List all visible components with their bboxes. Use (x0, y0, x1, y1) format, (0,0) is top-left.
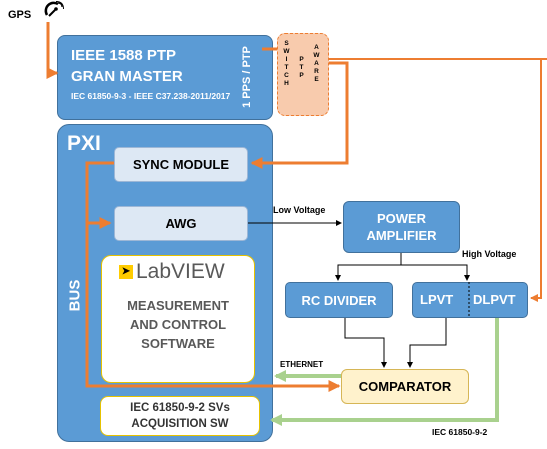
high-voltage-label: High Voltage (462, 249, 517, 259)
lpvt-dlpvt-block (412, 282, 528, 318)
rc-to-comparator-line (344, 318, 387, 368)
lpvt-to-comparator-line (407, 318, 447, 368)
grandmaster-block (57, 35, 273, 120)
switch-letter: T (284, 64, 289, 71)
switch-letter: C (284, 72, 289, 79)
switch-letter: P (299, 72, 304, 79)
comparator-block: COMPARATOR (341, 369, 469, 404)
amplifier-to-lpvt-line (401, 264, 470, 281)
power-amplifier-block: POWER AMPLIFIER (343, 201, 460, 253)
grandmaster-title-line2: GRAN MASTER (71, 68, 183, 85)
labview-logo: ➤LabVIEW (119, 260, 225, 284)
bus-label: BUS (66, 279, 84, 311)
switch-letter: T (299, 64, 304, 71)
amplifier-to-rc-line (335, 253, 402, 281)
sync-module-block: SYNC MODULE (114, 147, 248, 182)
iec-61850-9-2-label: IEC 61850-9-2 (432, 427, 488, 437)
switch-letter: S (284, 40, 289, 47)
satellite-dish-icon (44, 1, 64, 17)
lpvt-label: LPVT (420, 292, 454, 307)
rc-divider-block: RC DIVIDER (285, 282, 393, 318)
labview-arrow-icon: ➤ (119, 265, 133, 280)
switch-letter: W (313, 52, 320, 59)
grandmaster-title-line1: IEEE 1588 PTP (71, 47, 177, 64)
switch-letter: H (284, 80, 289, 87)
switch-to-dlpvt-line (530, 59, 542, 302)
awg-block: AWG (114, 206, 248, 241)
ethernet-label: ETHERNET (280, 360, 324, 369)
pxi-title: PXI (67, 132, 101, 155)
measurement-software-label: MEASUREMENT AND CONTROL SOFTWARE (127, 298, 229, 351)
gps-to-grandmaster-line (46, 22, 59, 79)
grandmaster-standards: IEC 61850-9-3 - IEEE C37.238-2011/2017 (71, 91, 231, 101)
switch-letter: I (285, 56, 288, 63)
switch-letter: P (299, 56, 304, 63)
gps-label: GPS (8, 9, 32, 21)
low-voltage-label: Low Voltage (273, 205, 326, 215)
switch-letter: R (314, 68, 319, 75)
switch-letter: E (314, 76, 319, 83)
switch-letter: W (283, 48, 290, 55)
dlpvt-label: DLPVT (473, 292, 516, 307)
switch-letter: A (314, 44, 319, 51)
switch-letter: A (314, 60, 319, 67)
pps-ptp-label: 1 PPS / PTP (241, 46, 253, 108)
iec-sv-acquisition-block: IEC 61850-9-2 SVs ACQUISITION SW (100, 396, 260, 436)
